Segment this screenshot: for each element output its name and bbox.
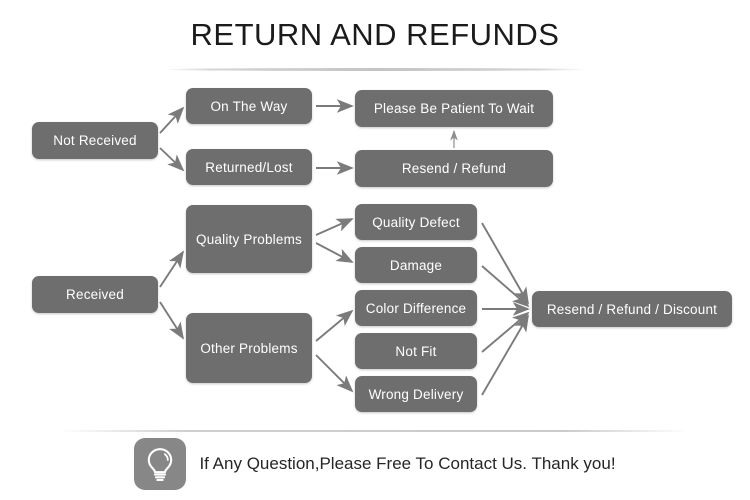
node-not-received[interactable]: Not Received	[32, 122, 158, 159]
arrow-quality-problems-to-quality-defect	[315, 218, 354, 236]
node-please-be-patient-to-wait[interactable]: Please Be Patient To Wait	[355, 90, 553, 127]
lightbulb-glyph	[148, 448, 173, 482]
arrow-received-to-other-problems	[159, 301, 185, 340]
lightbulb-icon	[134, 438, 187, 490]
flowchart: Not Received On The Way Returned/Lost Pl…	[32, 88, 732, 412]
arrow-damage-to-final	[481, 265, 530, 308]
arrow-quality-problems-to-damage	[315, 242, 354, 263]
node-quality-defect[interactable]: Quality Defect	[355, 204, 477, 240]
arrow-quality-defect-to-final	[481, 222, 529, 305]
arrow-other-problems-to-color-difference	[315, 309, 354, 342]
node-quality-problems[interactable]: Quality Problems	[186, 205, 312, 273]
arrow-other-problems-to-wrong-delivery	[315, 354, 354, 393]
node-other-problems[interactable]: Other Problems	[186, 313, 312, 383]
flowchart-arrows	[159, 99, 530, 396]
node-resend-refund-discount[interactable]: Resend / Refund / Discount	[532, 291, 732, 327]
footer-text: If Any Question,Please Free To Contact U…	[199, 454, 616, 473]
node-received[interactable]: Received	[32, 276, 158, 313]
footer-content: If Any Question,Please Free To Contact U…	[0, 438, 750, 490]
node-damage[interactable]: Damage	[355, 247, 477, 283]
node-wrong-delivery[interactable]: Wrong Delivery	[355, 376, 477, 412]
title-divider	[160, 68, 590, 71]
node-on-the-way[interactable]: On The Way	[186, 88, 312, 124]
node-resend-refund[interactable]: Resend / Refund	[355, 150, 553, 187]
footer-divider	[60, 430, 690, 432]
node-color-difference[interactable]: Color Difference	[355, 290, 477, 326]
arrow-not-received-to-on-the-way	[159, 106, 185, 134]
node-not-fit[interactable]: Not Fit	[355, 333, 477, 369]
arrow-not-fit-to-final	[481, 311, 530, 353]
arrow-received-to-quality-problems	[159, 250, 185, 288]
page-title: RETURN AND REFUNDS	[190, 17, 560, 52]
footer: If Any Question,Please Free To Contact U…	[0, 430, 750, 500]
arrow-not-received-to-returned-lost	[159, 147, 185, 172]
arrow-wrong-delivery-to-final	[481, 314, 529, 396]
node-returned-lost[interactable]: Returned/Lost	[186, 149, 312, 185]
